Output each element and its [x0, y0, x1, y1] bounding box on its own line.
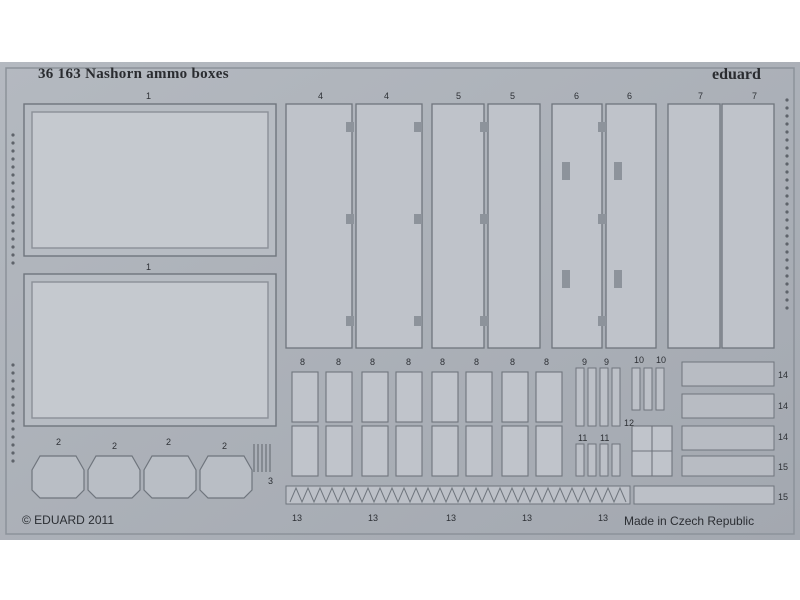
part-1-plate-top: [23, 103, 277, 257]
part-number-label: 8: [370, 357, 376, 367]
part-number-label: 8: [510, 357, 516, 367]
part-number-label: 8: [300, 357, 306, 367]
part-number-label: 13: [446, 513, 457, 523]
part-number-label: 8: [440, 357, 446, 367]
part-number-label: 2: [166, 437, 172, 447]
part-number-label: 15: [778, 492, 789, 502]
part-number-label: 6: [627, 91, 633, 101]
brand-logo-text: eduard: [712, 66, 761, 83]
part-number-label: 2: [112, 441, 118, 451]
part-number-label: 9: [604, 357, 610, 367]
part-3-grille: [253, 444, 271, 472]
part-1-plate-bottom: [23, 273, 277, 427]
part-number-label: 4: [384, 91, 390, 101]
part-9-11-strips: [575, 367, 621, 477]
part-number-label: 13: [522, 513, 533, 523]
part-number-label: 8: [544, 357, 550, 367]
part-number-label: 14: [778, 432, 789, 442]
copyright-text: © EDUARD 2011: [22, 513, 114, 527]
part-number-label: 14: [778, 370, 789, 380]
part-number-label: 2: [56, 437, 62, 447]
part-number-label: 10: [634, 355, 645, 365]
perforation-dots-right: [785, 98, 789, 310]
perforation-dots-left: [11, 133, 15, 463]
part-number-label: 2: [222, 441, 228, 451]
part-number-label: 5: [456, 91, 462, 101]
part-number-label: 3: [268, 476, 274, 486]
panel-tabs: [346, 122, 622, 326]
part-14-15-strips: [681, 361, 775, 477]
origin-text: Made in Czech Republic: [624, 514, 755, 528]
part-number-label: 7: [698, 91, 704, 101]
part-8-parts: [291, 371, 563, 477]
part-number-label: 8: [474, 357, 480, 367]
part-12-part: [631, 425, 673, 477]
part-number-label: 13: [598, 513, 609, 523]
part-2-parts: [31, 455, 253, 499]
part-number-label: 13: [292, 513, 303, 523]
part-number-label: 5: [510, 91, 516, 101]
part-number-label: 8: [406, 357, 412, 367]
part-number-label: 8: [336, 357, 342, 367]
part-number-label: 1: [146, 91, 152, 101]
part-number-label: 14: [778, 401, 789, 411]
part-number-label: 1: [146, 262, 152, 272]
part-number-label: 12: [624, 418, 635, 428]
part-number-label: 4: [318, 91, 324, 101]
part-number-label: 11: [600, 433, 610, 443]
part-number-label: 7: [752, 91, 758, 101]
part-number-label: 13: [368, 513, 379, 523]
part-number-label: 10: [656, 355, 667, 365]
part-13-strip: [285, 485, 775, 505]
part-number-label: 6: [574, 91, 580, 101]
part-number-label: 15: [778, 462, 789, 472]
fret-title: 36 163 Nashorn ammo boxes: [38, 66, 229, 82]
tall-panels: [285, 103, 775, 349]
part-10-strips: [631, 367, 665, 411]
part-number-label: 11: [578, 433, 588, 443]
part-number-label: 9: [582, 357, 588, 367]
